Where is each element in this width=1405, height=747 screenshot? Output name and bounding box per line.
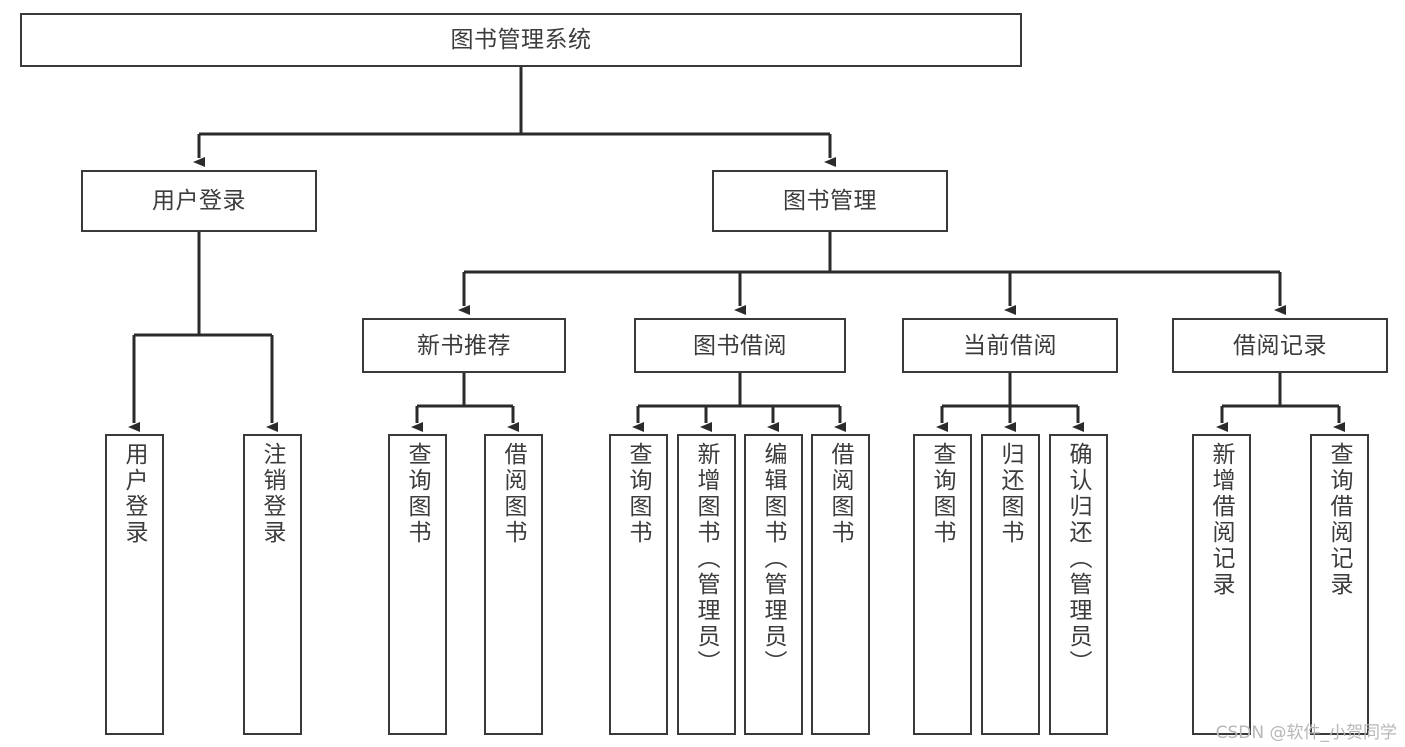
leaf-book-borrow-edit-book-admin[interactable]: 编辑图书（管理员）: [744, 434, 803, 735]
leaf-current-borrow-confirm-return-admin[interactable]: 确认归还（管理员）: [1049, 434, 1108, 735]
node-label: 新增借阅记录: [1209, 442, 1235, 598]
leaf-new-book-query-book[interactable]: 查询图书: [388, 434, 447, 735]
node-borrow-record[interactable]: 借阅记录: [1172, 318, 1388, 373]
node-book-management[interactable]: 图书管理: [712, 170, 948, 232]
node-label: 查询图书: [930, 442, 956, 546]
node-label: 查询图书: [626, 442, 652, 546]
leaf-book-borrow-borrow-book[interactable]: 借阅图书: [811, 434, 870, 735]
node-label: 图书管理: [783, 187, 877, 214]
node-new-book-recommend[interactable]: 新书推荐: [362, 318, 566, 373]
node-label: 当前借阅: [963, 331, 1057, 358]
node-label: 新增图书（管理员）: [694, 442, 720, 676]
leaf-user-login-logout[interactable]: 注销登录: [243, 434, 302, 735]
leaf-borrow-record-add-record[interactable]: 新增借阅记录: [1192, 434, 1251, 735]
node-label: 注销登录: [260, 442, 286, 546]
node-label: 图书管理系统: [450, 26, 592, 53]
node-label: 借阅图书: [501, 442, 527, 546]
node-label: 查询借阅记录: [1327, 442, 1353, 598]
node-book-borrow[interactable]: 图书借阅: [634, 318, 846, 373]
node-label: 图书借阅: [693, 331, 787, 358]
leaf-new-book-borrow-book[interactable]: 借阅图书: [484, 434, 543, 735]
node-label: 查询图书: [405, 442, 431, 546]
leaf-book-borrow-add-book-admin[interactable]: 新增图书（管理员）: [677, 434, 736, 735]
node-label: 新书推荐: [417, 331, 511, 358]
leaf-book-borrow-query-book[interactable]: 查询图书: [609, 434, 668, 735]
csdn-watermark: CSDN @软件_小贺同学: [1215, 723, 1397, 743]
leaf-user-login-login[interactable]: 用户登录: [105, 434, 164, 735]
node-label: 借阅记录: [1233, 331, 1327, 358]
leaf-current-borrow-query-book[interactable]: 查询图书: [913, 434, 972, 735]
leaf-borrow-record-query-record[interactable]: 查询借阅记录: [1310, 434, 1369, 735]
node-label: 用户登录: [152, 187, 246, 214]
node-root-book-management-system[interactable]: 图书管理系统: [20, 13, 1022, 67]
node-label: 确认归还（管理员）: [1066, 442, 1092, 676]
leaf-current-borrow-return-book[interactable]: 归还图书: [981, 434, 1040, 735]
node-label: 借阅图书: [828, 442, 854, 546]
node-current-borrow[interactable]: 当前借阅: [902, 318, 1118, 373]
node-label: 用户登录: [122, 442, 148, 546]
node-label: 归还图书: [998, 442, 1024, 546]
node-label: 编辑图书（管理员）: [761, 442, 787, 676]
node-user-login[interactable]: 用户登录: [81, 170, 317, 232]
